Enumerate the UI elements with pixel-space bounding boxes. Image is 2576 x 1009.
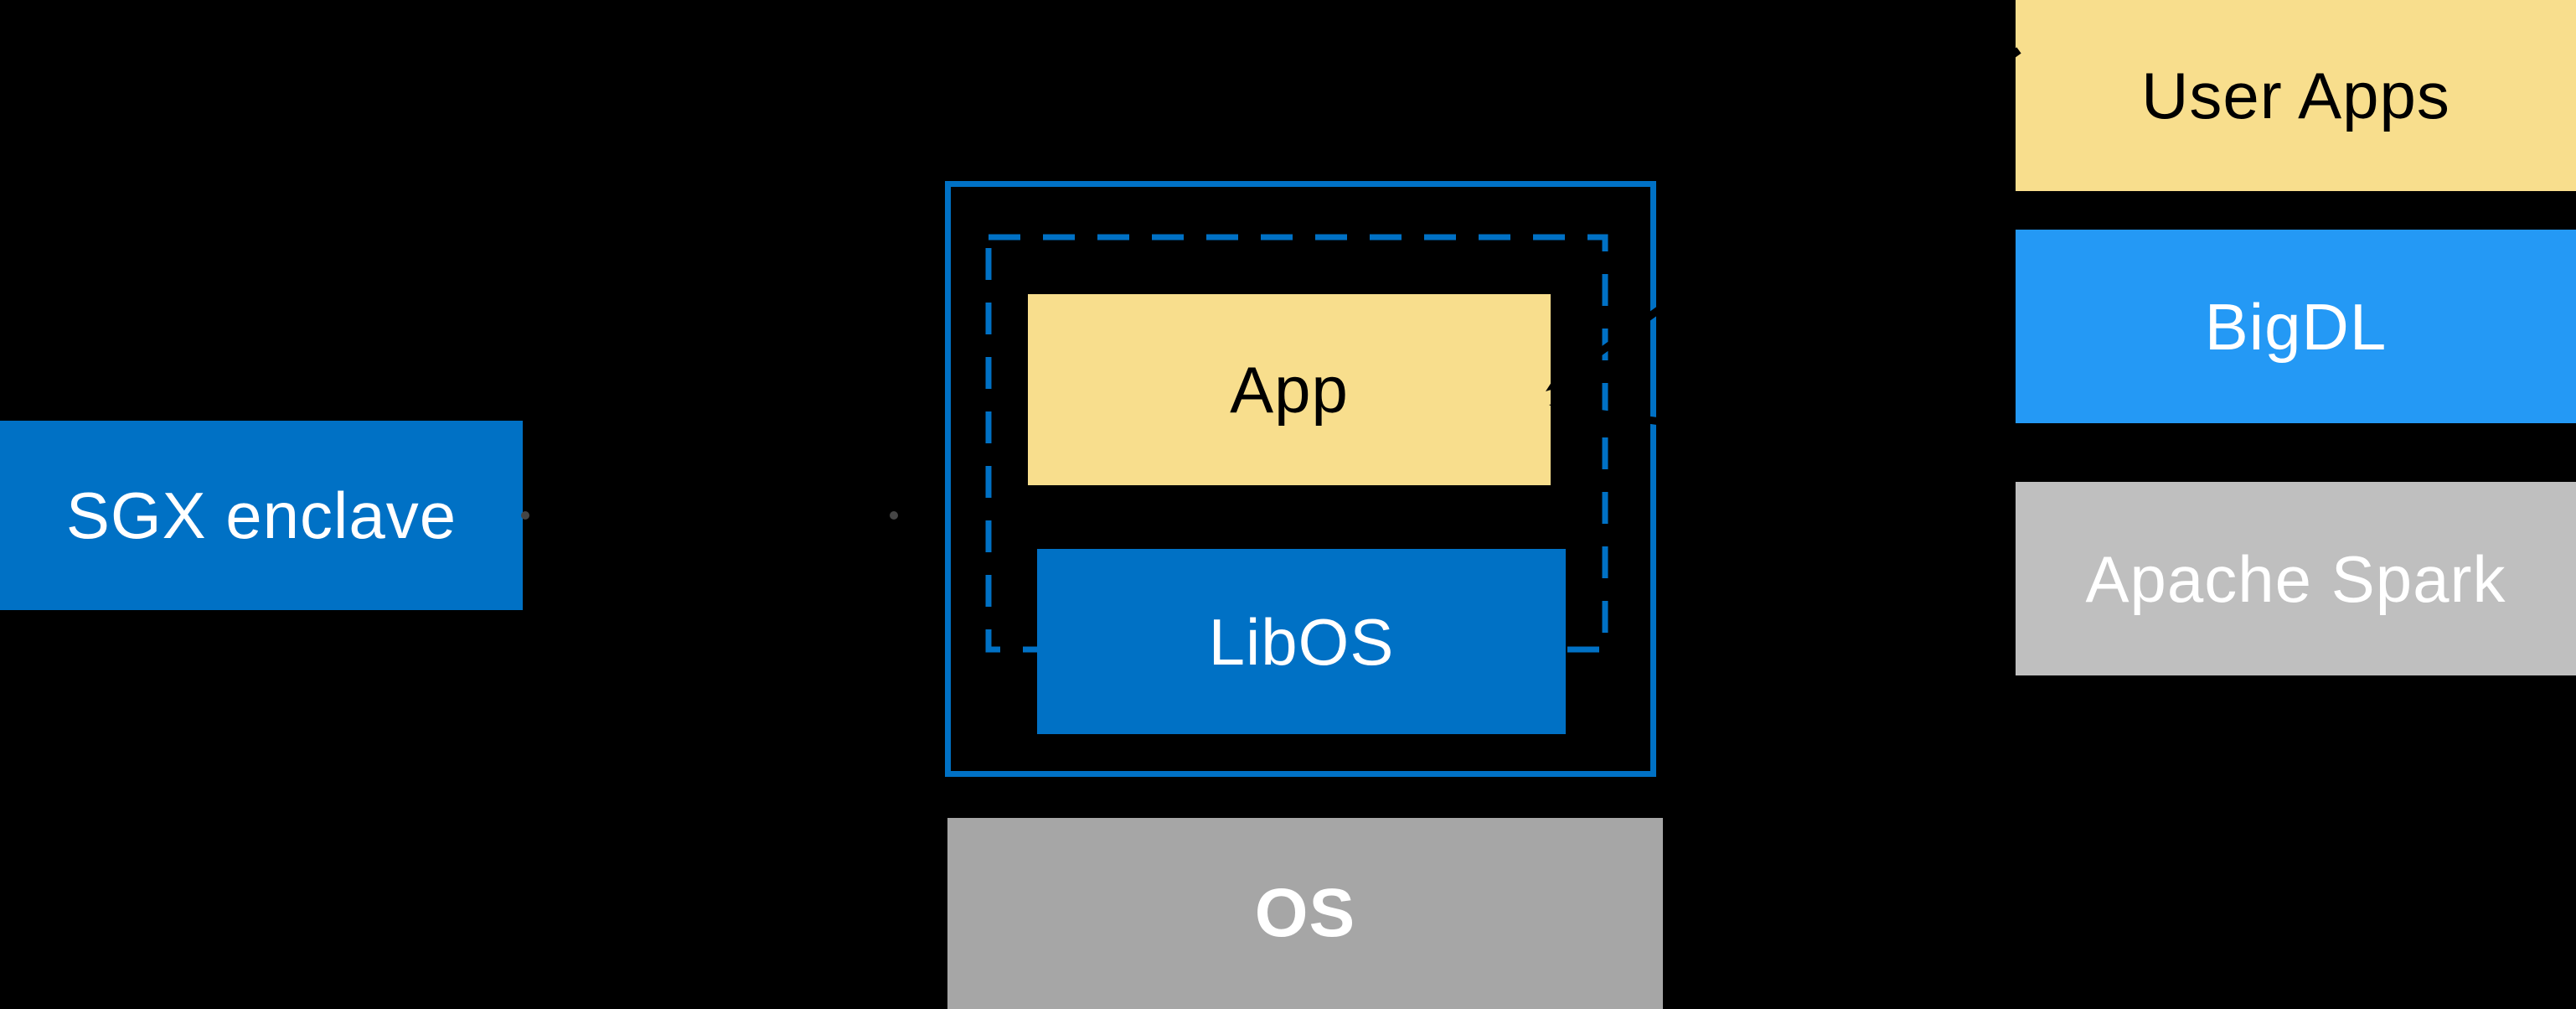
os-label: OS [1254, 875, 1356, 951]
enclave-outer-border [945, 181, 1656, 777]
apache-spark-label: Apache Spark [2085, 541, 2506, 616]
app-label: App [1230, 353, 1349, 427]
apache-spark-box: Apache Spark [2016, 482, 2576, 675]
user-apps-box: User Apps [2016, 0, 2576, 191]
app-box: App [1028, 294, 1551, 485]
libos-label: LibOS [1208, 604, 1395, 679]
sgx-enclave-box: SGX enclave [0, 421, 523, 610]
user-apps-label: User Apps [2141, 59, 2450, 132]
bigdl-box: BigDL [2016, 230, 2576, 423]
bigdl-label: BigDL [2204, 289, 2388, 364]
sgx-enclave-label: SGX enclave [65, 479, 457, 552]
libos-box: LibOS [1037, 549, 1566, 734]
os-box: OS [947, 818, 1663, 1009]
